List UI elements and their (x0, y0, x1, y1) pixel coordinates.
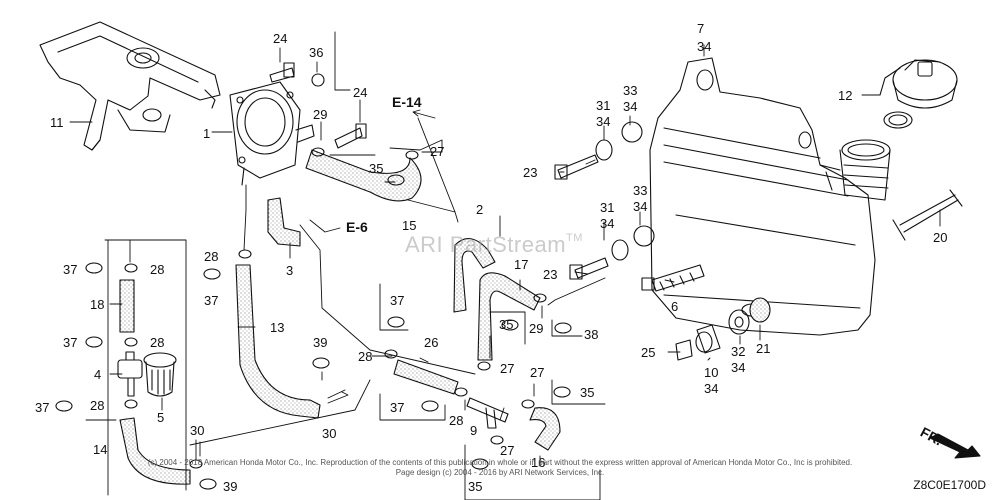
callout-7: 7 (697, 21, 705, 36)
callout-28: 28 (150, 262, 165, 277)
fuel-tank-part (649, 57, 891, 336)
callout-6: 6 (671, 299, 679, 314)
callout-33-qty: 34 (633, 199, 648, 214)
callout-27: 27 (430, 144, 445, 159)
leader-lines (69, 31, 941, 500)
callout-7-qty: 34 (697, 39, 712, 54)
callout-28: 28 (150, 335, 165, 350)
callout-33: 33 (633, 183, 648, 198)
callout-36: 36 (309, 45, 324, 60)
copyright-notice: (c) 2004 - 2018 American Honda Motor Co.… (147, 458, 853, 467)
callout-35: 35 (580, 385, 595, 400)
callout-26: 26 (424, 335, 439, 350)
callout-37: 37 (390, 400, 405, 415)
callout-28: 28 (449, 413, 464, 428)
callout-39: 39 (223, 479, 238, 494)
callout-35: 35 (499, 317, 514, 332)
callout-23: 23 (543, 267, 558, 282)
callout-17: 17 (514, 257, 529, 272)
callout-23: 23 (523, 165, 538, 180)
callout-28: 28 (358, 349, 373, 364)
callout-29: 29 (313, 107, 328, 122)
ref-e6: E-6 (346, 219, 368, 235)
callout-28: 28 (204, 249, 219, 264)
bolt-part (641, 264, 705, 292)
callout-33: 33 (623, 83, 638, 98)
callout-35: 35 (468, 479, 483, 494)
watermark: ARI PartStreamTM (405, 232, 583, 257)
callout-38: 38 (584, 327, 599, 342)
callout-4: 4 (94, 367, 102, 382)
stud-part (892, 189, 963, 241)
callout-32: 32 (731, 344, 746, 359)
callout-15: 15 (402, 218, 417, 233)
callout-10-qty: 34 (704, 381, 719, 396)
callout-31: 31 (600, 200, 615, 215)
callout-31-qty: 34 (600, 216, 615, 231)
callout-16: 16 (531, 455, 546, 470)
callout-37: 37 (63, 262, 78, 277)
callout-33-qty: 34 (623, 99, 638, 114)
callout-35: 35 (369, 161, 384, 176)
callout-24: 24 (273, 31, 288, 46)
callout-31-qty: 34 (596, 114, 611, 129)
callout-27: 27 (500, 361, 515, 376)
callout-31: 31 (596, 98, 611, 113)
callout-21: 21 (756, 341, 771, 356)
callout-37: 37 (35, 400, 50, 415)
callout-5: 5 (157, 410, 165, 425)
diagram-code: Z8C0E1700D (913, 478, 986, 492)
fuel-pump-part (229, 81, 315, 186)
callout-24: 24 (353, 85, 368, 100)
fuel-cap-part (879, 59, 958, 129)
callout-30: 30 (322, 426, 337, 441)
callout-27: 27 (530, 365, 545, 380)
callout-10: 10 (704, 365, 719, 380)
callout-30: 30 (190, 423, 205, 438)
front-direction-arrow (929, 433, 981, 459)
callout-28: 28 (90, 398, 105, 413)
callout-37: 37 (390, 293, 405, 308)
callout-3: 3 (286, 263, 294, 278)
callout-14: 14 (93, 442, 108, 457)
callout-9: 9 (470, 423, 478, 438)
callout-25: 25 (641, 345, 656, 360)
hose-parts (119, 149, 561, 485)
strainer-part (143, 352, 177, 397)
fuel-valve-part (117, 351, 143, 397)
callout-11: 11 (50, 115, 64, 130)
callout-1: 1 (203, 126, 211, 141)
grommet-parts (675, 297, 771, 361)
clip-parts (55, 73, 572, 490)
bolt-24-parts (269, 62, 367, 149)
screw-parts (554, 121, 655, 280)
callout-37: 37 (63, 335, 78, 350)
callout-18: 18 (90, 297, 105, 312)
page-design-notice: Page design (c) 2004 - 2016 by ARI Netwo… (395, 468, 605, 477)
bracket-part (39, 21, 221, 151)
callout-2: 2 (476, 202, 484, 217)
joint-part (466, 397, 509, 429)
callout-12: 12 (838, 88, 853, 103)
callout-27: 27 (500, 443, 515, 458)
callout-32-qty: 34 (731, 360, 746, 375)
callout-39: 39 (313, 335, 328, 350)
ref-e14: E-14 (392, 94, 422, 110)
callout-29: 29 (529, 321, 544, 336)
callout-13: 13 (270, 320, 285, 335)
callout-20: 20 (933, 230, 948, 245)
callout-37: 37 (204, 293, 219, 308)
